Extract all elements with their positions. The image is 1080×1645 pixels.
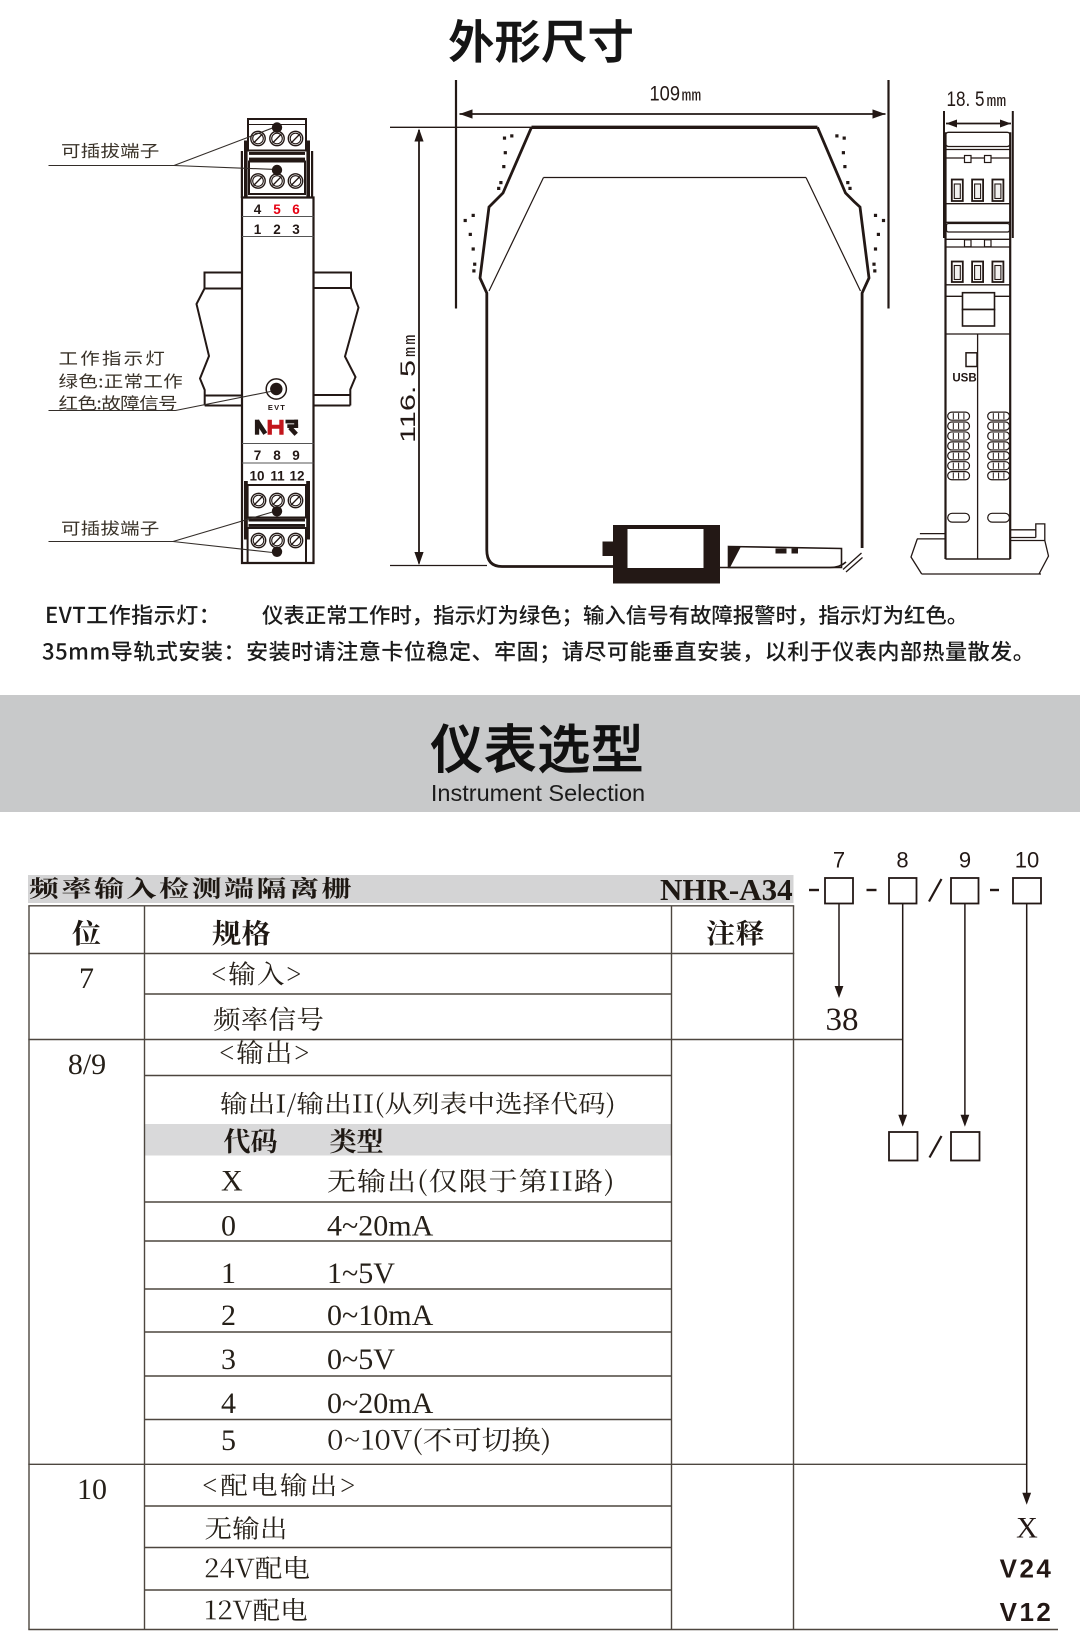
svg-text:3: 3: [292, 222, 300, 237]
svg-text:10: 10: [1015, 848, 1039, 873]
svg-text:V24: V24: [1000, 1554, 1054, 1584]
svg-text:18. 5: 18. 5: [947, 88, 985, 111]
svg-text:5: 5: [221, 1424, 236, 1457]
svg-text:9: 9: [292, 448, 300, 463]
svg-text:4: 4: [254, 202, 262, 217]
svg-text:6: 6: [292, 202, 300, 217]
svg-text:10: 10: [77, 1473, 107, 1506]
svg-text:4~20mA: 4~20mA: [327, 1210, 434, 1243]
svg-text:12: 12: [289, 468, 304, 483]
svg-text:7: 7: [79, 962, 94, 995]
svg-text:38: 38: [826, 1002, 859, 1038]
svg-text:0~10mA: 0~10mA: [327, 1299, 434, 1332]
svg-text:116. 5: 116. 5: [397, 360, 420, 443]
svg-text:3: 3: [221, 1343, 236, 1376]
svg-text:109: 109: [650, 83, 681, 106]
svg-text:mm: mm: [682, 87, 702, 106]
svg-text:7: 7: [254, 448, 262, 463]
svg-text:0~5V: 0~5V: [327, 1343, 395, 1376]
svg-text:USB: USB: [952, 373, 976, 385]
svg-text:8/9: 8/9: [68, 1048, 106, 1081]
svg-text:2: 2: [221, 1299, 236, 1332]
svg-text:10: 10: [249, 468, 264, 483]
svg-text:X: X: [221, 1165, 243, 1198]
svg-text:5: 5: [273, 202, 281, 217]
svg-text:NHR-A34: NHR-A34: [660, 872, 793, 907]
svg-text:1: 1: [221, 1257, 236, 1290]
svg-text:1~5V: 1~5V: [327, 1257, 395, 1290]
svg-text:2: 2: [273, 222, 281, 237]
svg-text:0~20mA: 0~20mA: [327, 1387, 434, 1420]
svg-text:7: 7: [833, 848, 845, 873]
svg-text:X: X: [1016, 1512, 1038, 1545]
svg-text:EVT: EVT: [268, 403, 286, 412]
svg-text:Instrument Selection: Instrument Selection: [431, 780, 645, 806]
svg-text:mm: mm: [987, 92, 1007, 111]
svg-text:4: 4: [221, 1387, 236, 1420]
svg-text:0: 0: [221, 1210, 236, 1243]
svg-text:mm: mm: [402, 333, 421, 357]
svg-text:11: 11: [270, 468, 285, 483]
svg-text:8: 8: [273, 448, 281, 463]
svg-text:V12: V12: [1000, 1597, 1054, 1627]
svg-text:8: 8: [896, 848, 908, 873]
svg-text:1: 1: [254, 222, 262, 237]
svg-text:9: 9: [959, 848, 971, 873]
